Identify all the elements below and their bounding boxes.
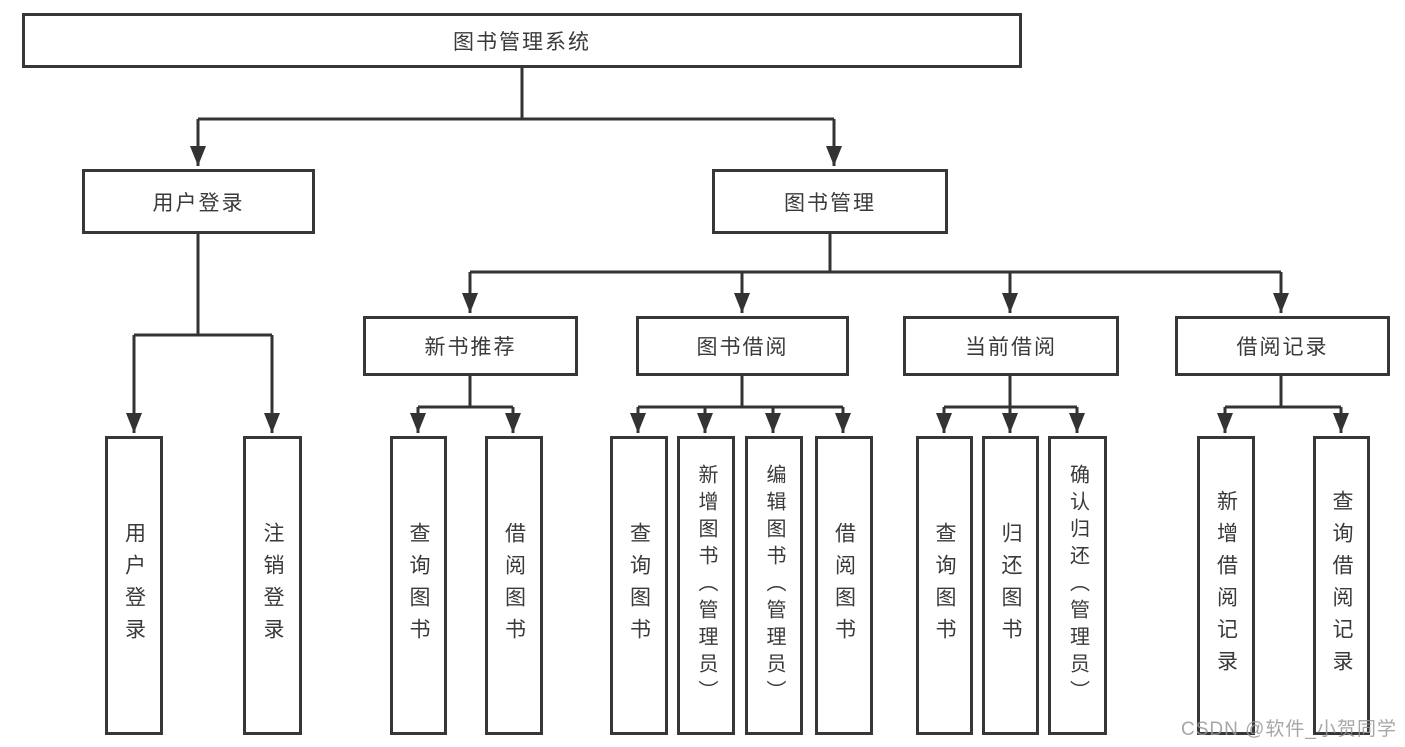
csdn-watermark: CSDN @软件_小贺同学 xyxy=(1181,719,1397,740)
leaf-query-borrow-record: 查询借阅记录 xyxy=(1313,436,1370,735)
node-new-book-recommendation: 新书推荐 xyxy=(363,316,578,376)
leaf-borrow-books: 借阅图书 xyxy=(815,436,873,735)
node-book-borrowing: 图书借阅 xyxy=(636,316,849,376)
node-user-login: 用户登录 xyxy=(82,169,315,234)
leaf-add-books-admin: 新增图书（管理员） xyxy=(677,436,735,735)
leaf-logout: 注销登录 xyxy=(243,436,302,735)
node-root-system: 图书管理系统 xyxy=(22,13,1022,68)
leaf-query-books-recommend: 查询图书 xyxy=(390,436,447,735)
node-current-borrowing: 当前借阅 xyxy=(903,316,1119,376)
leaf-user-login: 用户登录 xyxy=(105,436,163,735)
leaf-confirm-return-admin: 确认归还（管理员） xyxy=(1048,436,1107,735)
leaf-borrow-books-recommend: 借阅图书 xyxy=(485,436,543,735)
leaf-add-borrow-record: 新增借阅记录 xyxy=(1197,436,1255,735)
leaf-query-books-borrowing: 查询图书 xyxy=(610,436,668,735)
leaf-query-books-current: 查询图书 xyxy=(916,436,973,735)
leaf-edit-books-admin: 编辑图书（管理员） xyxy=(745,436,803,735)
node-borrowing-records: 借阅记录 xyxy=(1175,316,1390,376)
leaf-return-books: 归还图书 xyxy=(982,436,1039,735)
node-book-management: 图书管理 xyxy=(712,169,948,234)
